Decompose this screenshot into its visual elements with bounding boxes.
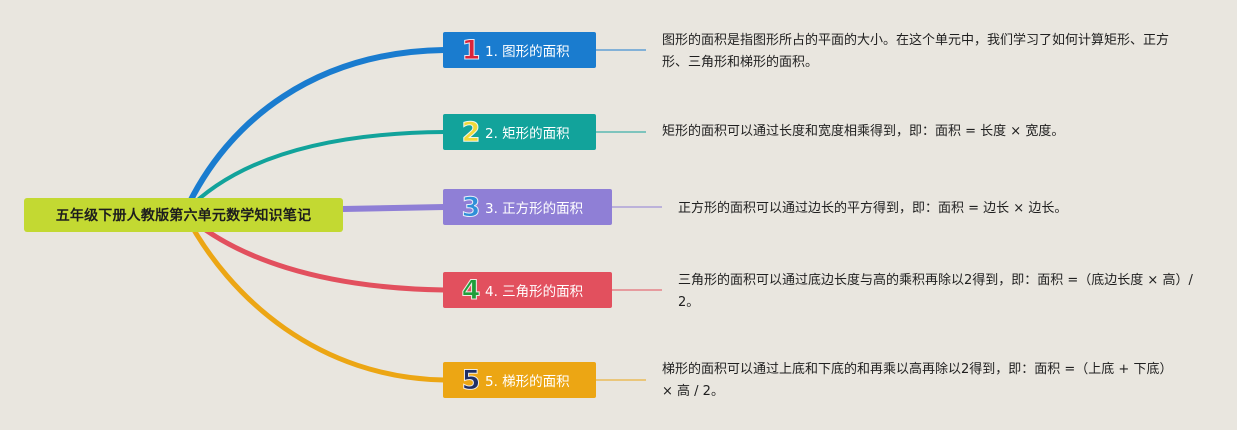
topic-rectangle-area[interactable]: 2 2. 矩形的面积	[443, 114, 596, 150]
topic-label: 5. 梯形的面积	[485, 374, 570, 390]
branch-curve-2	[183, 130, 446, 214]
number-3-icon: 3	[461, 191, 481, 223]
note-rectangle-area: 矩形的面积可以通过长度和宽度相乘得到，即：面积 = 长度 × 宽度。	[662, 124, 1065, 139]
note-figure-area: 图形的面积是指图形所占的平面的大小。在这个单元中，我们学习了如何计算矩形、正方形…	[662, 33, 1170, 70]
number-5-icon: 5	[461, 364, 481, 396]
topic-triangle-area[interactable]: 4 4. 三角形的面积	[443, 272, 612, 308]
topic-label: 3. 正方形的面积	[485, 201, 584, 217]
topic-label: 1. 图形的面积	[485, 44, 570, 60]
topic-square-area[interactable]: 3 3. 正方形的面积	[443, 189, 612, 225]
number-2-icon: 2	[461, 116, 481, 148]
note-square-area: 正方形的面积可以通过边长的平方得到，即：面积 = 边长 × 边长。	[678, 201, 1068, 216]
branch-curve-1	[182, 47, 447, 215]
topic-figure-area[interactable]: 1 1. 图形的面积	[443, 32, 596, 68]
root-topic[interactable]: 五年级下册人教版第六单元数学知识笔记	[24, 198, 343, 232]
number-4-icon: 4	[461, 274, 481, 306]
topic-trapezoid-area[interactable]: 5 5. 梯形的面积	[443, 362, 596, 398]
branch-curve-3	[340, 204, 447, 212]
branch-curve-5	[182, 211, 447, 383]
note-triangle-area: 三角形的面积可以通过底边长度与高的乘积再除以2得到，即：面积 =（底边长度 × …	[678, 273, 1193, 310]
topic-label: 4. 三角形的面积	[485, 284, 584, 300]
topic-label: 2. 矩形的面积	[485, 126, 570, 142]
note-trapezoid-area: 梯形的面积可以通过上底和下底的和再乘以高再除以2得到，即：面积 =（上底 + 下…	[662, 362, 1173, 399]
root-topic-label: 五年级下册人教版第六单元数学知识笔记	[55, 208, 312, 224]
number-1-icon: 1	[461, 34, 481, 66]
